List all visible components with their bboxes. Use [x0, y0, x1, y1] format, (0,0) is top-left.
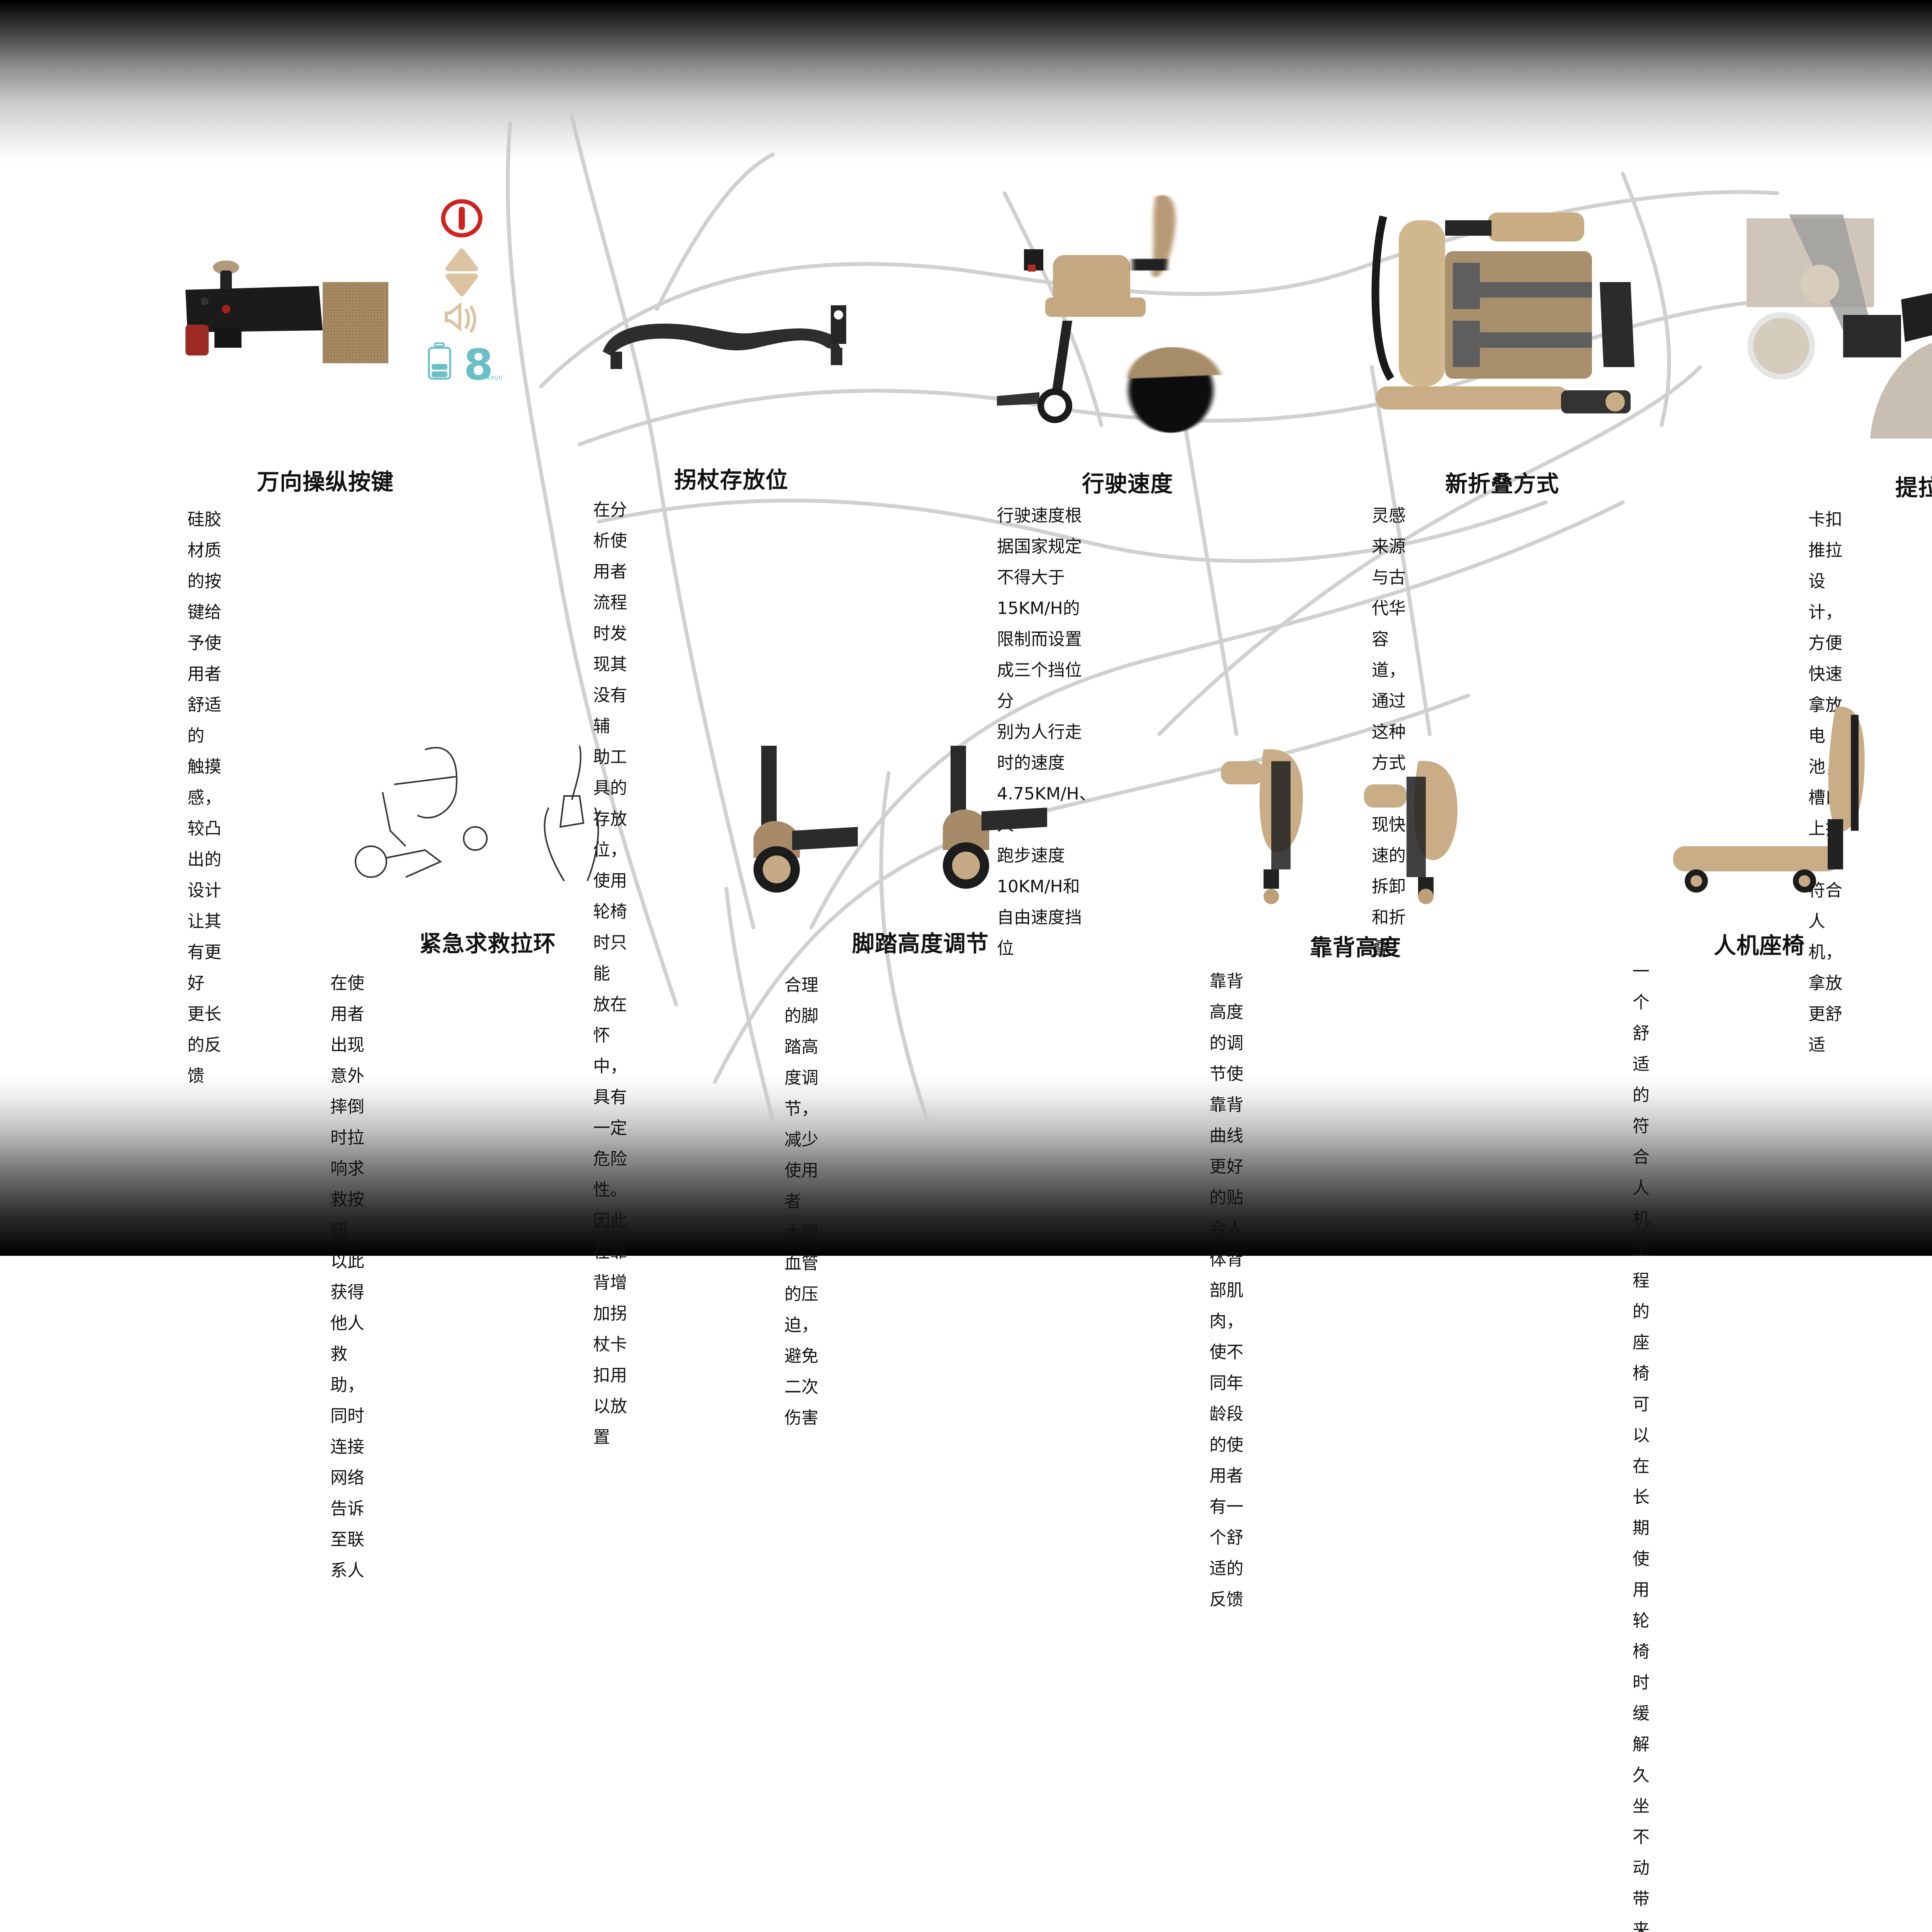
battery-icon — [428, 342, 451, 380]
horn-icon — [445, 302, 476, 333]
crutch-clip-image — [595, 294, 858, 371]
feature-title: 新折叠方式 — [1445, 471, 1560, 497]
feature-description: 合理的脚踏高度调节，减少使用者 大腿血管的压迫，避免二次伤害 — [784, 975, 818, 1428]
feature-title: 脚踏高度调节 — [852, 930, 989, 957]
footrest-height-image — [746, 742, 1094, 908]
feature-title: 万向操纵按键 — [257, 469, 394, 495]
wheelchair-motion-image — [989, 182, 1283, 437]
feature-description: 一个舒适的符合人机工程的座椅可 以在长期使用轮椅时缓解久坐不动 带来的不适感 — [1633, 962, 1650, 1932]
feature-title: 紧急求救拉环 — [419, 930, 556, 957]
emergency-ring-sketch-image — [348, 734, 611, 896]
feature-description: 靠背高度的调节使靠背曲线更好的贴 合人体背部肌肉，使不同年龄段的使 用者有一个舒… — [1209, 971, 1243, 1609]
feature-description: 硅胶材质的按键给予使用者舒适的 触摸感，较凸出的设计让其有更好 更长的反馈 — [187, 510, 221, 1086]
backrest-height-image — [1217, 746, 1495, 916]
feature-title: 提拉电池 — [1895, 474, 1932, 501]
ergonomic-seat-image — [1665, 703, 1897, 904]
joystick-controller-image — [176, 247, 392, 371]
top-gradient — [0, 0, 1932, 162]
arrow-up-icon — [446, 248, 478, 271]
feature-title: 人机座椅 — [1714, 932, 1805, 959]
feature-title: 拐杖存放位 — [674, 467, 789, 493]
power-icon — [441, 199, 483, 238]
battery-pull-image — [1743, 214, 1932, 439]
feature-title: 行驶速度 — [1082, 471, 1173, 497]
speed-readout: 8 — [464, 340, 493, 389]
speed-unit: km/h — [487, 374, 503, 381]
folding-top-view-image — [1368, 205, 1654, 433]
feature-description: 在使用者出现意外摔倒时拉响求救按钮 以此获得他人救助，同时连接网络告诉 至联系人 — [330, 973, 364, 1580]
bottom-gradient — [0, 1074, 1932, 1256]
feature-title: 靠背高度 — [1310, 934, 1401, 961]
feature-description: 在分析使用者流程时发现其没有辅 助工具的存放位，使用轮椅时只能 放在怀中，具有一… — [593, 500, 627, 1447]
control-panel-icons: 8 km/h — [417, 185, 518, 402]
arrow-down-icon — [446, 274, 478, 296]
